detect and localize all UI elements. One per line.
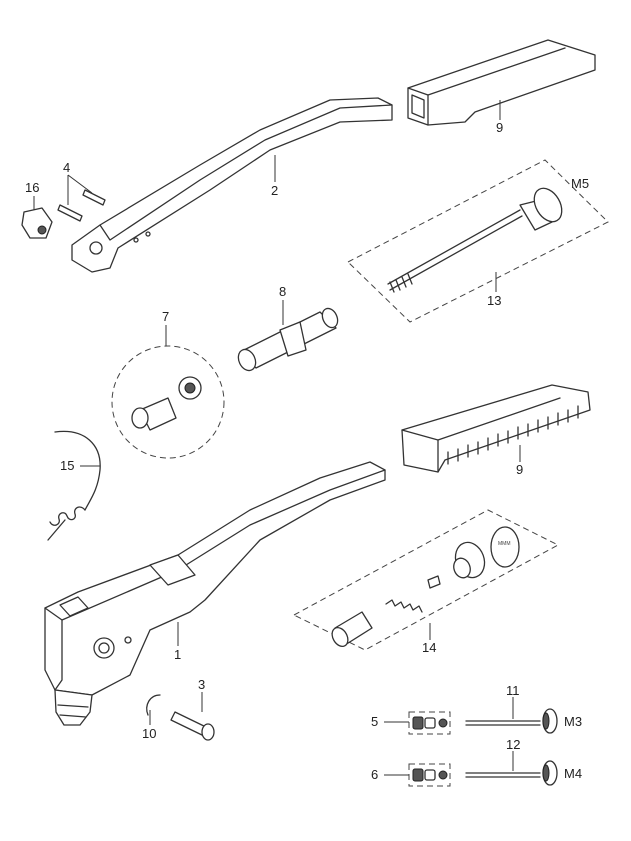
callout-6: 6	[371, 767, 378, 782]
callout-5: 5	[371, 714, 378, 729]
upper-handle-arm	[71, 97, 393, 273]
mandrel-assembly	[387, 187, 563, 293]
torsion-spring	[47, 430, 101, 541]
callout-2: 2	[271, 183, 278, 198]
nozzle-set-5-box	[408, 711, 451, 735]
callout-1: 1	[174, 647, 181, 662]
lower-grip-sleeve	[401, 384, 591, 473]
nozzle-group-circle	[111, 345, 225, 459]
callout-12: 12	[506, 737, 520, 752]
pivot-pin	[170, 711, 215, 741]
mandrel-group-box	[347, 159, 609, 323]
size-m3-label: M3	[564, 714, 582, 729]
size-m4-label: M4	[564, 766, 582, 781]
callout-14: 14	[422, 640, 436, 655]
mandrel-m3	[465, 708, 558, 734]
nozzle-assembly	[131, 376, 202, 431]
size-m5-label: M5	[571, 176, 589, 191]
pins	[57, 189, 106, 222]
nozzle-kit: MMM	[331, 526, 520, 647]
main-body-handle	[44, 461, 386, 726]
leader-4a	[67, 174, 93, 194]
retaining-clip	[146, 694, 161, 716]
mandrel-m4	[465, 760, 558, 786]
callout-4: 4	[63, 160, 70, 175]
nozzle-set-6	[412, 768, 448, 782]
upper-grip-sleeve	[407, 39, 596, 126]
callout-13: 13	[487, 293, 501, 308]
callout-9a: 9	[496, 120, 503, 135]
callout-8: 8	[279, 284, 286, 299]
svg-text:MMM: MMM	[498, 541, 511, 547]
nozzle-set-5	[412, 716, 448, 730]
callout-9b: 9	[516, 462, 523, 477]
callout-15: 15	[60, 458, 74, 473]
callout-16: 16	[25, 180, 39, 195]
callout-3: 3	[198, 677, 205, 692]
callout-10: 10	[142, 726, 156, 741]
nosepiece-tube	[237, 307, 339, 372]
callout-7: 7	[162, 309, 169, 324]
callout-11: 11	[506, 683, 520, 698]
small-nut	[21, 207, 53, 239]
